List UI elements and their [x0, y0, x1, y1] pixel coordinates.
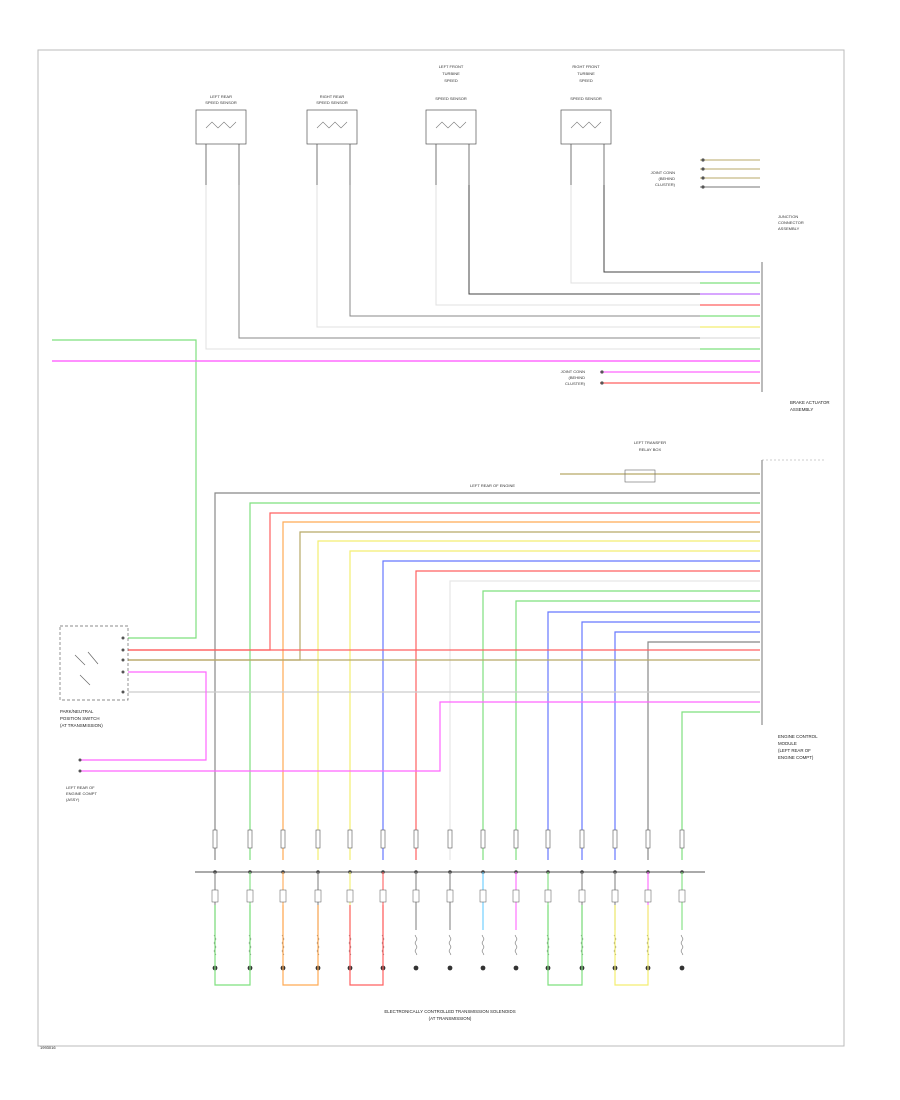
sensor-right-rear: RIGHT REAR SPEED SENSOR — [306, 94, 358, 145]
svg-text:RIGHT FRONT: RIGHT FRONT — [572, 64, 600, 69]
svg-text:POSITION SWITCH: POSITION SWITCH — [60, 716, 100, 721]
figure-id: 1993016 — [40, 1045, 56, 1050]
svg-text:SPEED SENSOR: SPEED SENSOR — [316, 100, 348, 105]
svg-text:ENGINE COMPT: ENGINE COMPT — [66, 791, 97, 796]
svg-text:ELECTRONICALLY CONTROLLED TRAN: ELECTRONICALLY CONTROLLED TRANSMISSION S… — [384, 1009, 515, 1014]
solenoid-terminal — [412, 829, 420, 971]
svg-text:ENGINE COMPT): ENGINE COMPT) — [778, 755, 814, 760]
long-signal-wires — [52, 339, 760, 639]
solenoid-group-label: ELECTRONICALLY CONTROLLED TRANSMISSION S… — [384, 1009, 515, 1021]
svg-text:CLUSTER): CLUSTER) — [565, 381, 586, 386]
svg-text:(ASSY): (ASSY) — [66, 797, 80, 802]
svg-text:LEFT REAR OF ENGINE: LEFT REAR OF ENGINE — [470, 483, 515, 488]
svg-text:CLUSTER): CLUSTER) — [655, 182, 676, 187]
svg-text:JOINT CONN: JOINT CONN — [561, 369, 585, 374]
solenoid-terminal — [479, 829, 487, 971]
svg-text:SPEED: SPEED — [444, 78, 458, 83]
solenoid-group-brackets — [214, 905, 649, 986]
svg-text:JUNCTION: JUNCTION — [778, 214, 798, 219]
svg-text:ENGINE CONTROL: ENGINE CONTROL — [778, 734, 818, 739]
brake-wire-color-bands — [700, 271, 760, 350]
svg-text:LEFT FRONT: LEFT FRONT — [439, 64, 464, 69]
engine-control-module: ENGINE CONTROL MODULE (LEFT REAR OF ENGI… — [761, 459, 825, 760]
svg-text:ASSEMBLY: ASSEMBLY — [790, 407, 813, 412]
sensor-wires — [205, 185, 760, 350]
svg-text:SPEED SENSOR: SPEED SENSOR — [570, 96, 602, 101]
left-transfer-relay: LEFT TRANSFER RELAY BOX LEFT REAR OF ENG… — [470, 440, 760, 488]
solenoid-terminal — [512, 829, 520, 971]
svg-text:RELAY BOX: RELAY BOX — [639, 447, 662, 452]
svg-text:BRAKE ACTUATOR: BRAKE ACTUATOR — [790, 400, 830, 405]
svg-text:SPEED: SPEED — [579, 78, 593, 83]
solenoid-terminal — [678, 829, 686, 971]
svg-text:(AT TRANSMISSION): (AT TRANSMISSION) — [60, 723, 103, 728]
svg-text:SPEED SENSOR: SPEED SENSOR — [205, 100, 237, 105]
svg-text:(LEFT REAR OF: (LEFT REAR OF — [778, 748, 811, 753]
svg-text:LEFT REAR: LEFT REAR — [210, 94, 232, 99]
svg-text:MODULE: MODULE — [778, 741, 797, 746]
svg-text:LEFT REAR OF: LEFT REAR OF — [66, 785, 95, 790]
park-neutral-switch: PARK/NEUTRAL POSITION SWITCH (AT TRANSMI… — [59, 625, 129, 728]
solenoid-terminal — [446, 829, 454, 971]
brake-joint-connector: JOINT CONN (BEHIND CLUSTER) — [561, 369, 760, 386]
sensor-left-front: LEFT FRONT TURBINE SPEED SPEED SENSOR — [425, 64, 477, 145]
svg-text:LEFT TRANSFER: LEFT TRANSFER — [634, 440, 666, 445]
svg-text:(BEHIND: (BEHIND — [659, 176, 676, 181]
svg-text:(BEHIND: (BEHIND — [569, 375, 586, 380]
svg-text:SPEED SENSOR: SPEED SENSOR — [435, 96, 467, 101]
svg-text:(AT TRANSMISSION): (AT TRANSMISSION) — [429, 1016, 472, 1021]
diagram-frame — [37, 49, 845, 1047]
joint-connector-top: JOINT CONN (BEHIND CLUSTER) JUNCTION CON… — [651, 158, 804, 231]
svg-text:RIGHT REAR: RIGHT REAR — [320, 94, 345, 99]
sensor-right-front: RIGHT FRONT TURBINE SPEED SPEED SENSOR — [560, 64, 612, 145]
svg-text:TURBINE: TURBINE — [577, 71, 595, 76]
brake-actuator-assembly: BRAKE ACTUATOR ASSEMBLY — [761, 262, 830, 412]
sensor-left-rear: LEFT REAR SPEED SENSOR — [195, 94, 247, 145]
sensor-pins — [205, 144, 605, 185]
svg-text:TURBINE: TURBINE — [442, 71, 460, 76]
svg-text:CONNECTOR: CONNECTOR — [778, 220, 804, 225]
relay-box-lower-left: LEFT REAR OF ENGINE COMPT (ASSY) — [66, 758, 97, 802]
svg-text:JOINT CONN: JOINT CONN — [651, 170, 675, 175]
svg-text:ASSEMBLY: ASSEMBLY — [778, 226, 800, 231]
ecm-wires — [80, 492, 760, 860]
svg-text:PARK/NEUTRAL: PARK/NEUTRAL — [60, 709, 94, 714]
